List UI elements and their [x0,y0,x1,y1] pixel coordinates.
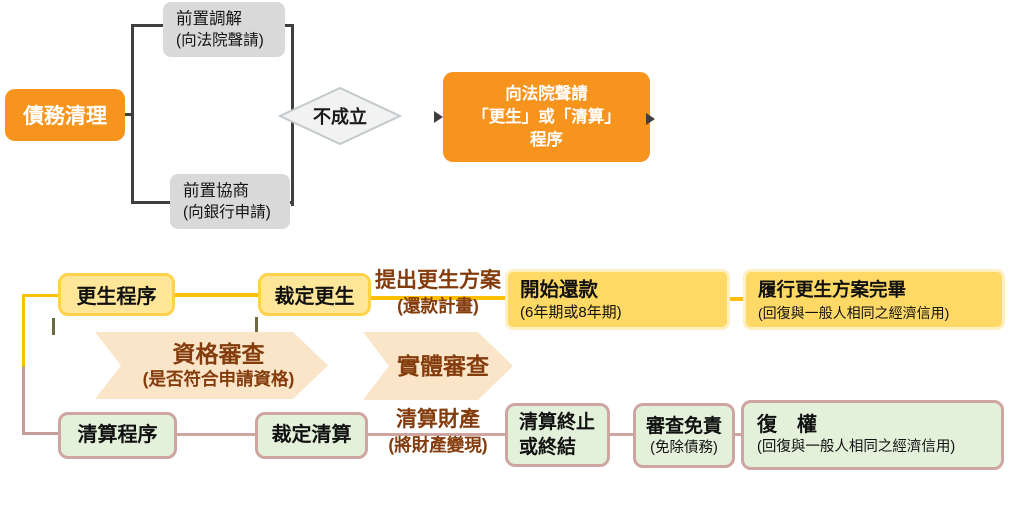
restoration-subtitle: (回復與一般人相同之經濟信用) [757,439,956,455]
pre-negotiation-subtitle: (向銀行申請) [183,204,271,221]
arrow-right-icon [434,111,443,123]
connector-rehab-1 [175,293,258,297]
connector-liq-4 [735,433,741,436]
liquidation-asset-label-line2: (將財產變現) [388,435,488,455]
discharge-title: 審查免責 [645,415,722,437]
decision-label-wrap: 不成立 [278,86,402,146]
substantive-review-label: 實體審查 [397,352,489,379]
arrow-right-exit-icon [646,113,655,125]
rehab-ruling-label: 裁定更生 [274,286,355,308]
connector-left-bracket-bottom [131,201,171,204]
decision-diamond-shape [278,86,402,146]
start-node-label: 債務清理 [23,105,107,128]
decision-label: 不成立 [313,107,367,127]
restoration-node: 復 權 (回復與一般人相同之經濟信用) [741,400,1004,470]
liquidation-procedure-node: 清算程序 [58,412,177,459]
liquidation-asset-label-line1: 清算財產 [396,408,480,431]
rehab-plan-label-line2: (還款計畫) [397,296,479,316]
connector-elbow-yellow-horizontal [22,294,60,297]
qualification-review-subtitle: (是否符合申請資格) [142,368,295,389]
connector-left-bracket-vertical [131,24,134,204]
connector-liq-3 [610,433,633,436]
liquidation-asset-label: 清算財產 (將財產變現) [360,406,516,457]
decision-diamond [278,86,402,146]
connector-liq-2 [368,433,505,436]
connector-left-bracket-top [131,24,164,27]
repayment-title: 開始還款 [520,278,599,301]
court-petition-line3: 程序 [530,130,563,149]
pre-mediation-node: 前置調解 (向法院聲請) [163,2,285,57]
qualification-review-chevron: 資格審查 (是否符合申請資格) [95,332,328,399]
connector-elbow-yellow-vertical [22,294,25,366]
connector-liq-1 [177,433,255,436]
connector-elbow-mauve-vertical [22,366,25,435]
court-petition-line1: 向法院聲請 [505,84,588,103]
rehab-complete-node: 履行更生方案完畢 (回復與一般人相同之經濟信用) [743,269,1005,330]
connector-right-bracket-top [285,24,294,27]
rehab-procedure-node: 更生程序 [58,273,175,316]
pre-mediation-title: 前置調解 [176,10,242,28]
rehab-plan-label: 提出更生方案 (還款計畫) [360,267,516,318]
pre-negotiation-title: 前置協商 [183,182,249,200]
court-petition-node: 向法院聲請 「更生」或「清算」 程序 [443,72,650,162]
connector-rehab-2 [371,296,507,300]
stub-under-rehab-procedure [52,318,55,335]
connector-rehab-3 [729,297,744,301]
pre-mediation-subtitle: (向法院聲請) [176,32,264,49]
connector-right-bracket-bottom [289,201,294,204]
court-petition-line2: 「更生」或「清算」 [472,107,621,126]
connector-start-stub [124,113,134,116]
liquidation-ruling-node: 裁定清算 [255,412,368,459]
repayment-node: 開始還款 (6年期或8年期) [505,269,730,330]
substantive-review-chevron: 實體審查 [363,332,513,400]
stub-under-rehab-ruling [255,317,258,332]
start-node: 債務清理 [5,89,125,141]
repayment-subtitle: (6年期或8年期) [520,303,622,321]
liquidation-end-node: 清算終止 或終結 [505,403,610,467]
liquidation-end-line1: 清算終止 [519,412,596,433]
liquidation-ruling-label: 裁定清算 [271,424,352,446]
discharge-subtitle: (免除債務) [650,439,718,456]
pre-negotiation-node: 前置協商 (向銀行申請) [170,174,290,229]
connector-elbow-mauve-horizontal [22,432,60,435]
rehab-complete-subtitle: (回復與一般人相同之經濟信用) [758,304,950,321]
rehab-procedure-label: 更生程序 [76,286,157,308]
qualification-review-title: 資格審查 [172,340,265,367]
rehab-complete-title: 履行更生方案完畢 [758,278,907,300]
discharge-node: 審查免責 (免除債務) [633,403,735,468]
rehab-ruling-node: 裁定更生 [258,273,371,316]
restoration-title: 復 權 [757,414,817,436]
liquidation-procedure-label: 清算程序 [77,424,158,446]
liquidation-end-line2: 或終結 [519,437,577,458]
rehab-plan-label-line1: 提出更生方案 [375,269,501,292]
